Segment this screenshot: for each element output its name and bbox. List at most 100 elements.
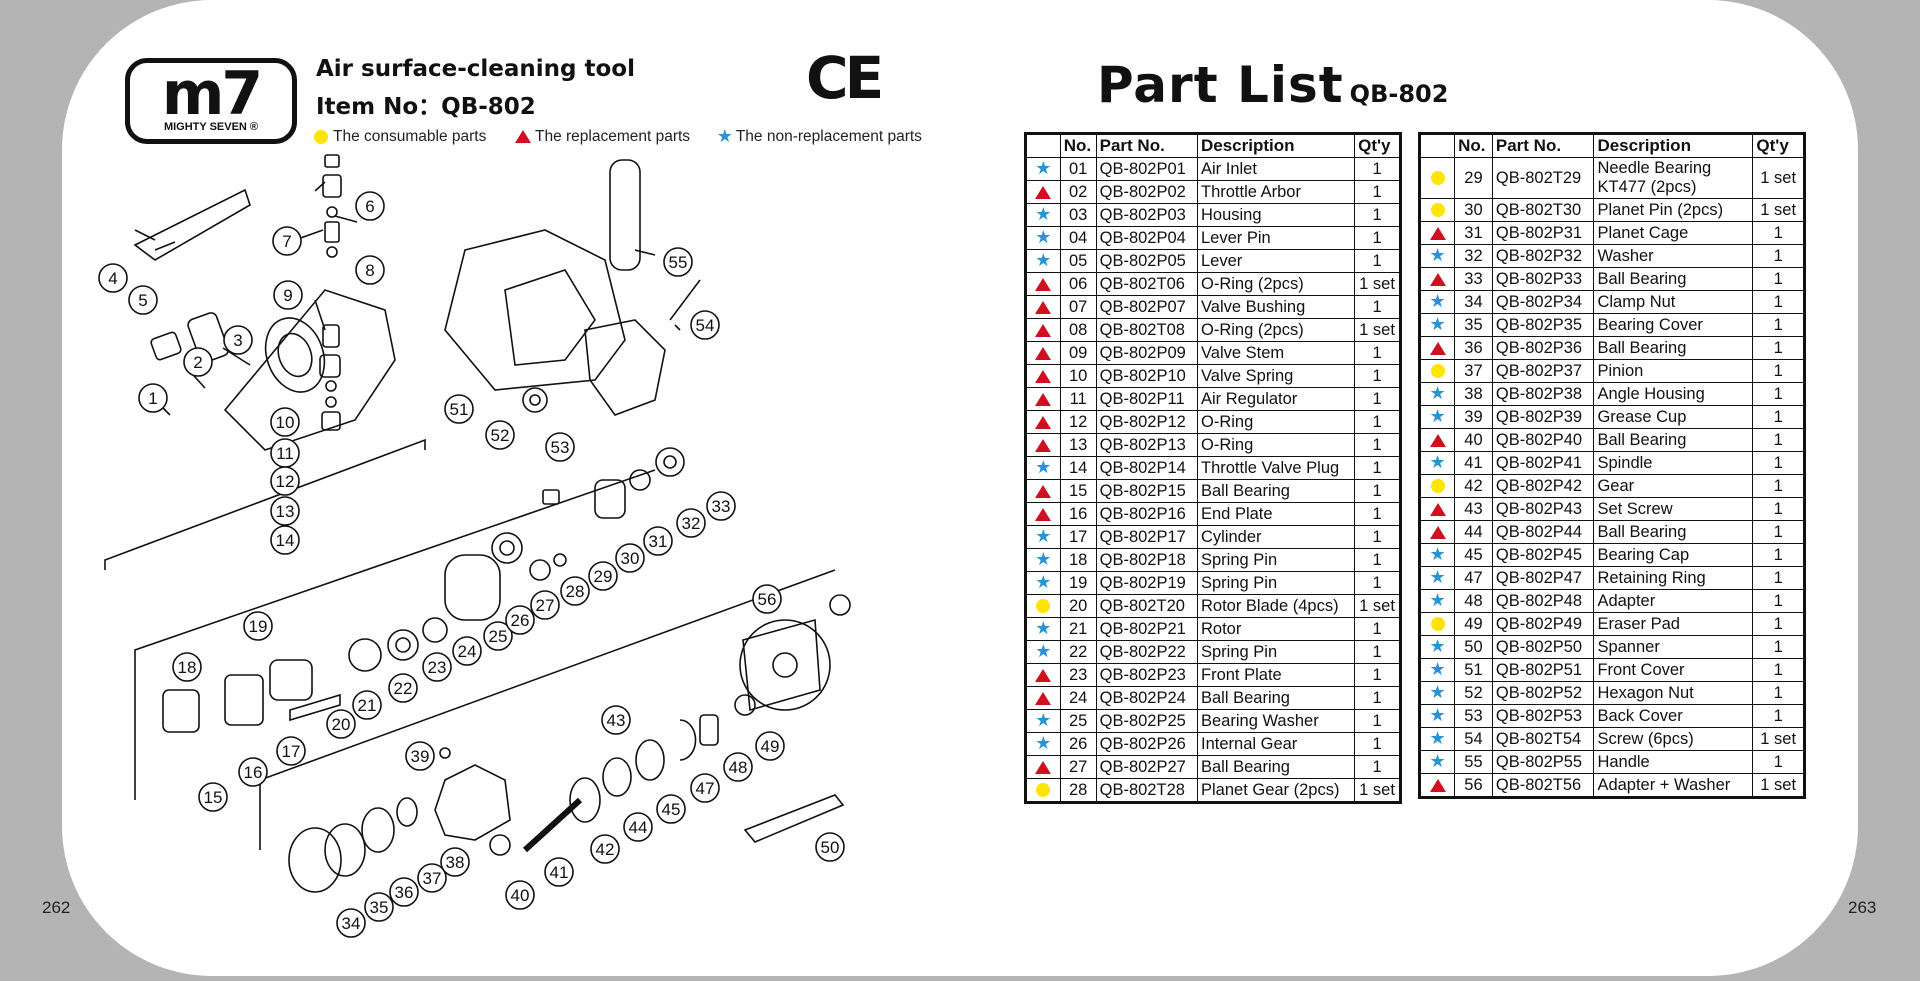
callout-label: 19 — [249, 617, 268, 636]
description-cell: Lever Pin — [1196, 226, 1356, 250]
callout-label: 44 — [629, 818, 648, 837]
part-type-cell — [1025, 387, 1061, 411]
header-no: No. — [1059, 133, 1097, 158]
replacement-triangle-icon — [1035, 484, 1052, 498]
callout-label: 20 — [332, 715, 351, 734]
description-cell: Adapter — [1593, 589, 1754, 613]
part-number-cell: QB-802P47 — [1491, 566, 1595, 590]
part-type-cell: ★ — [1418, 658, 1456, 682]
part-no-cell: 31 — [1454, 221, 1493, 245]
part-number-cell: QB-802P10 — [1095, 364, 1199, 388]
part-no-cell: 56 — [1454, 773, 1493, 798]
callout-56: 56 — [752, 584, 782, 614]
description-cell: Front Cover — [1593, 658, 1754, 682]
description-cell: Throttle Valve Plug — [1196, 456, 1356, 480]
legend-consumable: The consumable parts — [333, 127, 487, 145]
part-type-cell — [1418, 474, 1456, 498]
callout-label: 42 — [596, 840, 615, 859]
part-type-cell: ★ — [1418, 704, 1456, 728]
callout-label: 2 — [193, 353, 202, 372]
non-replacement-star-icon: ★ — [1035, 572, 1052, 592]
description-cell: Valve Spring — [1196, 364, 1356, 388]
part-number-cell: QB-802T06 — [1095, 272, 1199, 296]
non-replacement-star-icon: ★ — [1429, 291, 1446, 311]
quantity-cell: 1 — [1354, 479, 1401, 503]
callout-42: 42 — [590, 834, 620, 864]
callout-43: 43 — [601, 705, 631, 735]
description-cell: Pinion — [1593, 359, 1754, 383]
description-cell: Ball Bearing — [1593, 520, 1754, 544]
callout-label: 54 — [696, 316, 715, 335]
description-cell: End Plate — [1196, 502, 1356, 526]
brand-logo: m7 MIGHTY SEVEN ® — [125, 58, 297, 144]
callout-13: 13 — [270, 496, 300, 526]
part-no-cell: 24 — [1059, 686, 1097, 710]
part-number-cell: QB-802P31 — [1491, 221, 1595, 245]
description-cell: Adapter + Washer — [1593, 773, 1754, 798]
part-type-cell: ★ — [1025, 157, 1061, 181]
part-type-cell: ★ — [1418, 382, 1456, 406]
replacement-triangle-icon — [1035, 369, 1052, 383]
description-cell: Ball Bearing — [1593, 267, 1754, 291]
callout-label: 32 — [682, 514, 701, 533]
callout-label: 11 — [276, 444, 294, 463]
part-type-cell — [1025, 663, 1061, 687]
non-replacement-star-icon: ★ — [1429, 659, 1446, 679]
part-type-cell: ★ — [1418, 681, 1456, 705]
consumable-dot-icon — [314, 129, 328, 144]
callout-label: 26 — [511, 611, 530, 630]
callout-14: 14 — [270, 525, 300, 555]
part-no-cell: 36 — [1454, 336, 1493, 360]
table-header-row: No. Part No. Description Qt'y — [1418, 133, 1805, 158]
description-cell: Planet Gear (2pcs) — [1196, 778, 1356, 803]
part-number-cell: QB-802P04 — [1095, 226, 1199, 250]
quantity-cell: 1 — [1354, 295, 1401, 319]
part-type-cell — [1418, 221, 1456, 245]
part-no-cell: 38 — [1454, 382, 1493, 406]
part-number-cell: QB-802P19 — [1095, 571, 1199, 595]
part-no-cell: 37 — [1454, 359, 1493, 383]
quantity-cell: 1 — [1354, 364, 1401, 388]
callout-label: 53 — [551, 438, 570, 457]
callout-24: 24 — [452, 636, 482, 666]
part-type-cell: ★ — [1418, 290, 1456, 314]
quantity-cell: 1 set — [1752, 727, 1805, 751]
callout-25: 25 — [483, 621, 513, 651]
part-no-cell: 03 — [1059, 203, 1097, 227]
callout-label: 36 — [395, 883, 414, 902]
description-cell: Valve Stem — [1196, 341, 1356, 365]
description-cell: O-Ring (2pcs) — [1196, 272, 1356, 296]
callout-8: 8 — [355, 255, 385, 285]
replacement-triangle-icon — [1035, 415, 1052, 429]
quantity-cell: 1 — [1752, 405, 1805, 429]
part-type-cell — [1025, 180, 1061, 204]
description-cell: Ball Bearing — [1593, 336, 1754, 360]
description-cell: Set Screw — [1593, 497, 1754, 521]
callout-11: 11 — [270, 438, 300, 468]
header-description: Description — [1593, 133, 1754, 158]
description-cell: Screw (6pcs) — [1593, 727, 1754, 751]
part-no-cell: 40 — [1454, 428, 1493, 452]
callout-label: 17 — [282, 742, 301, 761]
non-replacement-star-icon: ★ — [1035, 227, 1052, 247]
part-no-cell: 51 — [1454, 658, 1493, 682]
item-number: Item No：QB-802 — [316, 94, 536, 120]
callout-label: 18 — [178, 658, 197, 677]
quantity-cell: 1 — [1752, 221, 1805, 245]
callout-16: 16 — [238, 757, 268, 787]
part-no-cell: 10 — [1059, 364, 1097, 388]
part-no-cell: 33 — [1454, 267, 1493, 291]
quantity-cell: 1 — [1752, 520, 1805, 544]
non-replacement-star-icon: ★ — [1035, 457, 1052, 477]
callout-7: 7 — [272, 226, 302, 256]
part-number-cell: QB-802P12 — [1095, 410, 1199, 434]
